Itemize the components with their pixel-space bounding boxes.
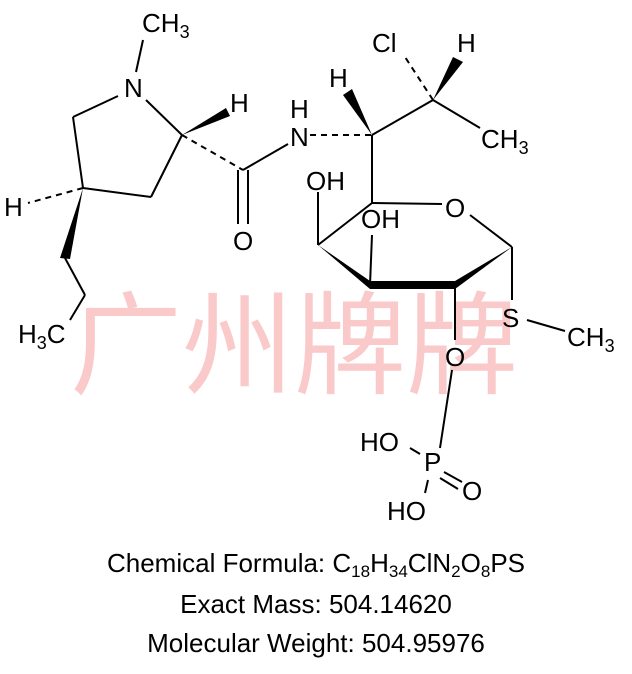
phosphate-o-label: O [445, 342, 465, 372]
mw-label: Molecular Weight: [147, 628, 355, 658]
ring-o-label: O [445, 193, 465, 223]
formula-subscript: 2 [451, 562, 461, 581]
watermark: 广州牌牌 [70, 282, 518, 412]
ring-n-label: N [124, 73, 143, 103]
oh-label: OH [306, 166, 345, 196]
oh-label: OH [361, 204, 400, 234]
formula-element: N [432, 548, 452, 578]
exact-mass-label: Exact Mass: [180, 589, 322, 619]
carbonyl-o-label: O [233, 226, 253, 256]
amide-h-label: H [290, 94, 309, 124]
h-label: H [329, 63, 348, 93]
propyl-ch3-label: H3C [18, 319, 66, 353]
formula-element: Cl [407, 548, 433, 578]
chemical-formula: Chemical Formula: C18H34ClN2O8PS [0, 548, 632, 581]
formula-element: PS [490, 548, 525, 578]
ho-label: HO [387, 496, 426, 526]
p-o-label: O [462, 476, 482, 506]
formula-value: C18H34ClN2O8PS [332, 548, 525, 581]
ho-label: HO [360, 427, 399, 457]
n-methyl-label: CH3 [142, 8, 190, 42]
s-label: S [502, 303, 519, 333]
side-ch3-label: CH3 [481, 124, 529, 158]
formula-subscript: 34 [388, 562, 408, 581]
formula-element: O [460, 548, 481, 578]
p-label: P [424, 447, 441, 477]
formula-subscript: 18 [351, 562, 371, 581]
h-label: H [230, 88, 249, 118]
formula-subscript: 8 [480, 562, 491, 581]
formula-element: C [332, 548, 352, 578]
s-ch3-label: CH3 [567, 322, 615, 356]
h-label: H [4, 192, 23, 222]
formula-element: H [370, 548, 389, 578]
exact-mass: Exact Mass: 504.14620 [0, 589, 632, 619]
formula-label: Chemical Formula: [106, 548, 326, 578]
h-label: H [457, 28, 476, 58]
cl-label: Cl [372, 28, 397, 58]
amide-n-label: N [290, 122, 309, 152]
molecular-weight: Molecular Weight: 504.95976 [0, 628, 632, 658]
exact-mass-value: 504.14620 [328, 589, 452, 619]
mw-value: 504.95976 [361, 628, 485, 658]
wedge-bonds [60, 57, 512, 289]
atom-labels: CH3 N H H H3C O N H Cl H H CH3 O OH OH S… [4, 8, 615, 526]
bonds [27, 39, 566, 494]
